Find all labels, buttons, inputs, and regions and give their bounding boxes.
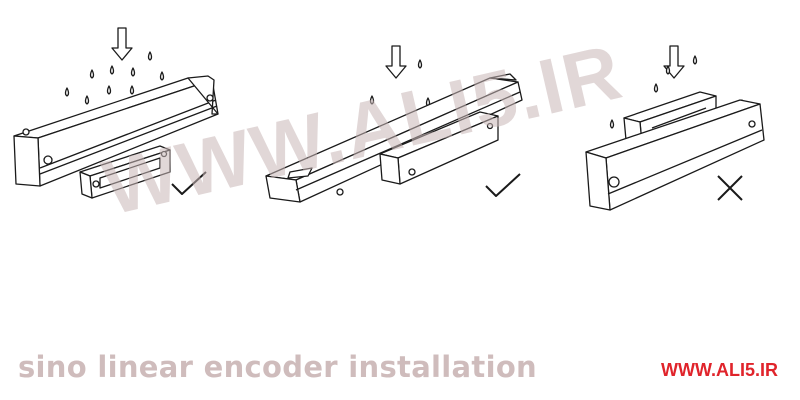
panel-1 (13, 27, 219, 199)
cross-icon (717, 175, 743, 201)
caption: sino linear encoder installation (18, 350, 537, 384)
water-drops (64, 51, 165, 105)
panel-3 (585, 45, 765, 211)
down-arrow-icon (111, 27, 133, 61)
down-arrow-icon (385, 45, 407, 79)
panel-2 (265, 45, 523, 203)
check-icon (171, 171, 207, 195)
water-drops (609, 55, 745, 129)
check-icon (485, 173, 521, 197)
site-link[interactable]: WWW.ALI5.IR (661, 360, 778, 380)
